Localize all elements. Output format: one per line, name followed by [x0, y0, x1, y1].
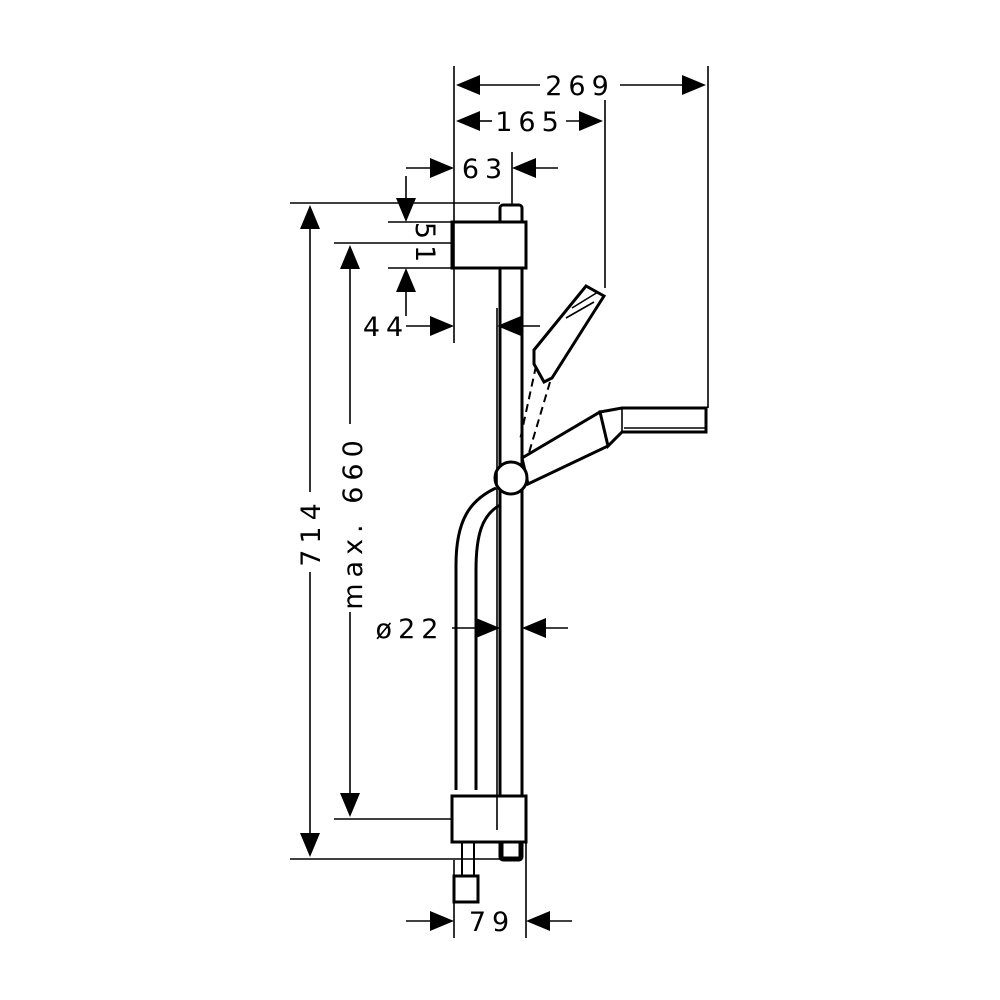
dim-51-label: 51 — [409, 222, 440, 268]
arrow-165-left — [456, 111, 480, 131]
arrow-714-bottom — [300, 833, 320, 857]
dim-44-label: 44 — [363, 312, 409, 343]
dim-165-label: 165 — [495, 107, 565, 138]
dim-714-label: 714 — [296, 497, 327, 567]
arrow-44-left — [430, 316, 454, 336]
arrow-269-right — [682, 75, 706, 95]
arrow-51-bottom — [396, 268, 416, 292]
arrow-63-right — [512, 158, 536, 178]
hand-shower-head — [598, 406, 708, 449]
arrow-51-top — [396, 198, 416, 222]
hose-nut — [452, 874, 480, 904]
arrow-22-right — [522, 618, 546, 638]
arrow-714-top — [300, 205, 320, 229]
hand-shower-tilted-face — [571, 291, 599, 309]
slider-knob — [493, 460, 529, 496]
rail-bar — [498, 203, 524, 862]
hose-curve-inner — [474, 503, 501, 790]
hose-curve — [454, 486, 497, 790]
shower-rail-assembly — [450, 203, 708, 904]
rail-end-cap — [500, 840, 522, 860]
arrow-63-left — [430, 158, 454, 178]
hand-shower-tilted — [532, 284, 607, 384]
arrow-660-bottom — [340, 793, 360, 817]
dimensions: 269 165 63 51 44 — [290, 66, 709, 938]
dim-660-label: max. 660 — [338, 434, 369, 610]
dim-269-label: 269 — [545, 71, 615, 102]
arrow-22-left — [476, 618, 500, 638]
arrow-660-top — [340, 245, 360, 269]
arrow-79-right — [526, 911, 550, 931]
top-wall-bracket — [450, 220, 528, 270]
dim-22-label: ø22 — [376, 614, 445, 645]
hand-shower-tilted-face-2 — [565, 301, 595, 319]
arrow-269-left — [456, 75, 480, 95]
bottom-wall-bracket — [450, 794, 528, 844]
arrow-165-right — [579, 111, 603, 131]
dim-79-label: 79 — [469, 907, 515, 938]
arrow-44-right — [497, 316, 521, 336]
arrow-79-left — [430, 911, 454, 931]
dim-63-label: 63 — [462, 154, 508, 185]
